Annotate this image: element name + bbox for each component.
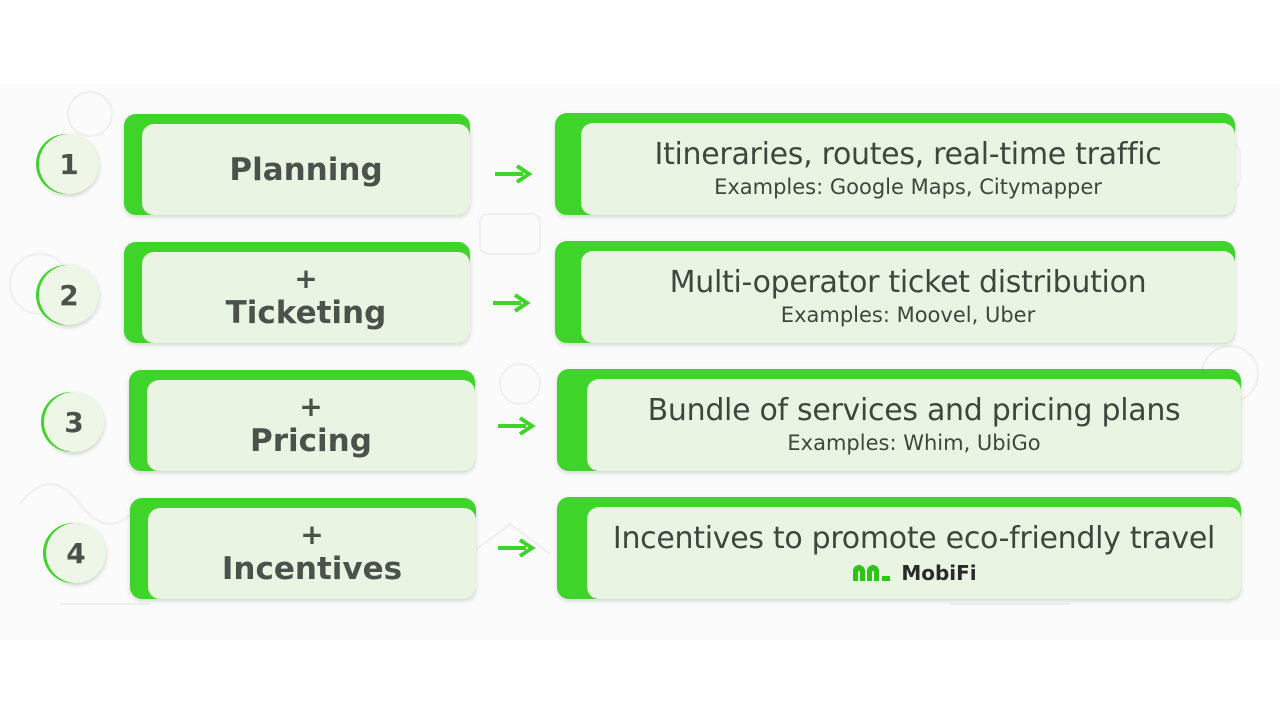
description-title: Itineraries, routes, real-time traffic [654,137,1162,172]
plus-sign: + [300,517,324,551]
step-number-badge: 2 [39,265,99,325]
description-examples: Examples: Moovel, Uber [780,303,1036,327]
description-title: Incentives to promote eco-friendly trave… [612,521,1216,556]
description-card: Itineraries, routes, real-time traffic E… [555,113,1235,215]
description-examples: Examples: Whim, UbiGo [787,431,1041,455]
description-card: Multi-operator ticket distribution Examp… [555,241,1235,343]
right-arrow-icon [498,416,536,436]
step-card-body: + Pricing [147,380,475,471]
mobifi-logo-icon [853,565,891,581]
plus-sign: + [294,261,318,295]
step-number-badge: 3 [44,392,104,452]
description-examples: Examples: Google Maps, Citymapper [714,175,1102,199]
step-row-2: 2 + Ticketing Multi-operator ticket dist… [0,240,1280,344]
step-card-body: Planning [142,124,470,215]
step-card: + Ticketing [124,242,470,343]
description-card: Bundle of services and pricing plans Exa… [557,369,1241,471]
mobifi-logo: MobiFi [851,561,977,585]
step-label: Ticketing [225,294,387,331]
description-title: Multi-operator ticket distribution [669,265,1147,300]
plus-sign: + [299,389,323,423]
description-card: Incentives to promote eco-friendly trave… [557,497,1241,599]
step-row-4: 4 + Incentives Incentives to promote eco… [0,496,1280,600]
logo-text: MobiFi [901,561,977,585]
description-title: Bundle of services and pricing plans [647,393,1181,428]
step-number-badge: 1 [39,134,99,194]
step-label: Pricing [250,422,372,459]
step-row-1: 1 Planning Itineraries, routes, real-tim… [0,112,1280,216]
step-card-body: + Ticketing [142,252,470,343]
step-label: Planning [229,151,383,188]
step-number-badge: 4 [46,523,106,583]
right-arrow-icon [498,538,536,558]
step-card: Planning [124,114,470,215]
step-card: + Pricing [129,370,475,471]
step-card: + Incentives [130,498,476,599]
right-arrow-icon [495,164,533,184]
description-card-body: Itineraries, routes, real-time traffic E… [581,123,1235,215]
description-card-body: Multi-operator ticket distribution Examp… [581,251,1235,343]
description-card-body: Incentives to promote eco-friendly trave… [587,507,1241,599]
step-row-3: 3 + Pricing Bundle of services and prici… [0,368,1280,472]
right-arrow-icon [493,293,531,313]
step-label: Incentives [221,550,403,587]
description-card-body: Bundle of services and pricing plans Exa… [587,379,1241,471]
step-card-body: + Incentives [148,508,476,599]
